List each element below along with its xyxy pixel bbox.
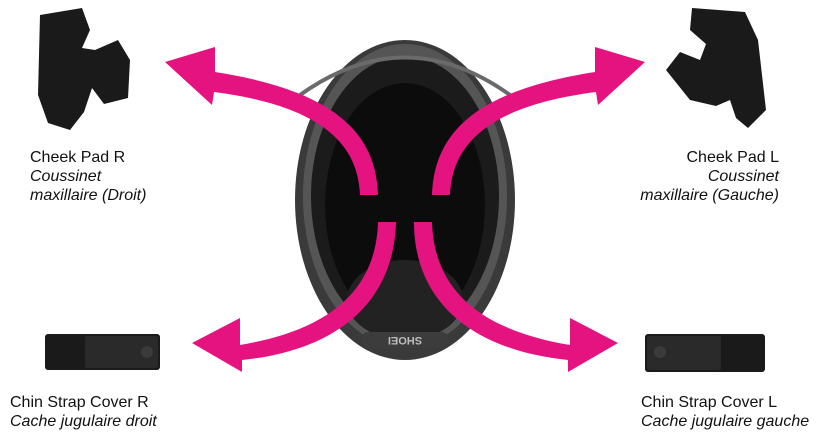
chin-strap-l-fr: Cache jugulaire gauche	[641, 412, 809, 431]
label-chin-strap-l: Chin Strap Cover L Cache jugulaire gauch…	[641, 393, 809, 431]
cheek-pad-l-image	[666, 8, 766, 128]
label-cheek-pad-l: Cheek Pad L Coussinet maxillaire (Gauche…	[640, 148, 779, 205]
chin-strap-r-image	[45, 334, 160, 370]
chin-strap-l-en: Chin Strap Cover L	[641, 393, 809, 412]
cheek-pad-r-image	[38, 8, 130, 130]
chin-strap-l-image	[645, 334, 765, 372]
helmet: SHOEI	[295, 40, 515, 360]
cheek-pad-r-fr-1: Coussinet	[30, 167, 146, 186]
cheek-pad-l-fr-2: maxillaire (Gauche)	[640, 186, 779, 205]
helmet-brand-text: SHOEI	[388, 334, 422, 346]
label-cheek-pad-r: Cheek Pad R Coussinet maxillaire (Droit)	[30, 148, 146, 205]
cheek-pad-l-fr-1: Coussinet	[640, 167, 779, 186]
cheek-pad-r-en: Cheek Pad R	[30, 148, 146, 167]
chin-strap-r-fr: Cache jugulaire droit	[10, 412, 157, 431]
cheek-pad-r-fr-2: maxillaire (Droit)	[30, 186, 146, 205]
chin-strap-r-en: Chin Strap Cover R	[10, 393, 157, 412]
cheek-pad-l-en: Cheek Pad L	[640, 148, 779, 167]
label-chin-strap-r: Chin Strap Cover R Cache jugulaire droit	[10, 393, 157, 431]
